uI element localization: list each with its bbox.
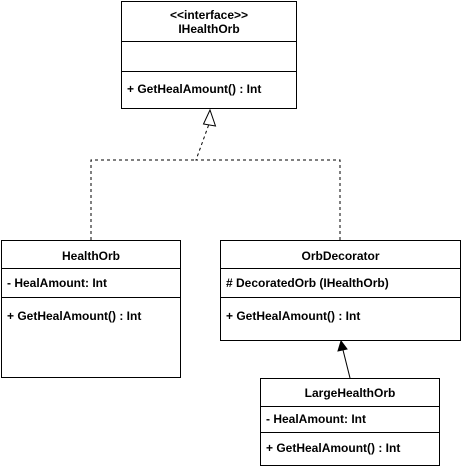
- association-arrowhead: [337, 339, 348, 352]
- orbdecorator-name: OrbDecorator: [301, 249, 380, 263]
- ihealthorb-stereotype: <<interface>>: [169, 8, 249, 22]
- realization-orbdecorator-line: [195, 123, 341, 240]
- realization-arrowhead: [202, 108, 217, 127]
- largehealthorb-attributes-compartment: - HealAmount: Int: [261, 407, 439, 433]
- largehealthorb-method: + GetHealAmount() : Int: [266, 441, 401, 455]
- class-largehealthorb[interactable]: LargeHealthOrb - HealAmount: Int + GetHe…: [260, 378, 440, 466]
- ihealthorb-method: + GetHealAmount() : Int: [127, 82, 262, 96]
- healthorb-methods-compartment: + GetHealAmount() : Int: [2, 298, 180, 377]
- realization-healthorb-line: [90, 159, 196, 240]
- orbdecorator-attributes-compartment: # DecoratedOrb (IHealthOrb): [221, 269, 460, 298]
- orbdecorator-title-compartment: OrbDecorator: [221, 241, 460, 269]
- ihealthorb-title-compartment: <<interface>> IHealthOrb: [122, 2, 296, 42]
- healthorb-name: HealthOrb: [61, 249, 120, 263]
- healthorb-attributes-compartment: - HealAmount: Int: [2, 269, 180, 298]
- orbdecorator-methods-compartment: + GetHealAmount() : Int: [221, 298, 460, 340]
- class-healthorb[interactable]: HealthOrb - HealAmount: Int + GetHealAmo…: [1, 240, 181, 378]
- association-largehealthorb-line: [342, 347, 351, 379]
- ihealthorb-name: IHealthOrb: [178, 22, 240, 36]
- orbdecorator-method: + GetHealAmount() : Int: [226, 309, 361, 323]
- class-ihealthorb[interactable]: <<interface>> IHealthOrb + GetHealAmount…: [121, 1, 297, 109]
- healthorb-attribute: - HealAmount: Int: [7, 276, 107, 290]
- healthorb-title-compartment: HealthOrb: [2, 241, 180, 269]
- largehealthorb-methods-compartment: + GetHealAmount() : Int: [261, 433, 439, 465]
- largehealthorb-name: LargeHealthOrb: [304, 386, 396, 400]
- orbdecorator-attribute: # DecoratedOrb (IHealthOrb): [226, 276, 389, 290]
- ihealthorb-attributes-compartment: [122, 42, 296, 72]
- healthorb-method: + GetHealAmount() : Int: [7, 309, 142, 323]
- largehealthorb-title-compartment: LargeHealthOrb: [261, 379, 439, 407]
- ihealthorb-methods-compartment: + GetHealAmount() : Int: [122, 72, 296, 108]
- class-orbdecorator[interactable]: OrbDecorator # DecoratedOrb (IHealthOrb)…: [220, 240, 461, 341]
- largehealthorb-attribute: - HealAmount: Int: [266, 412, 366, 426]
